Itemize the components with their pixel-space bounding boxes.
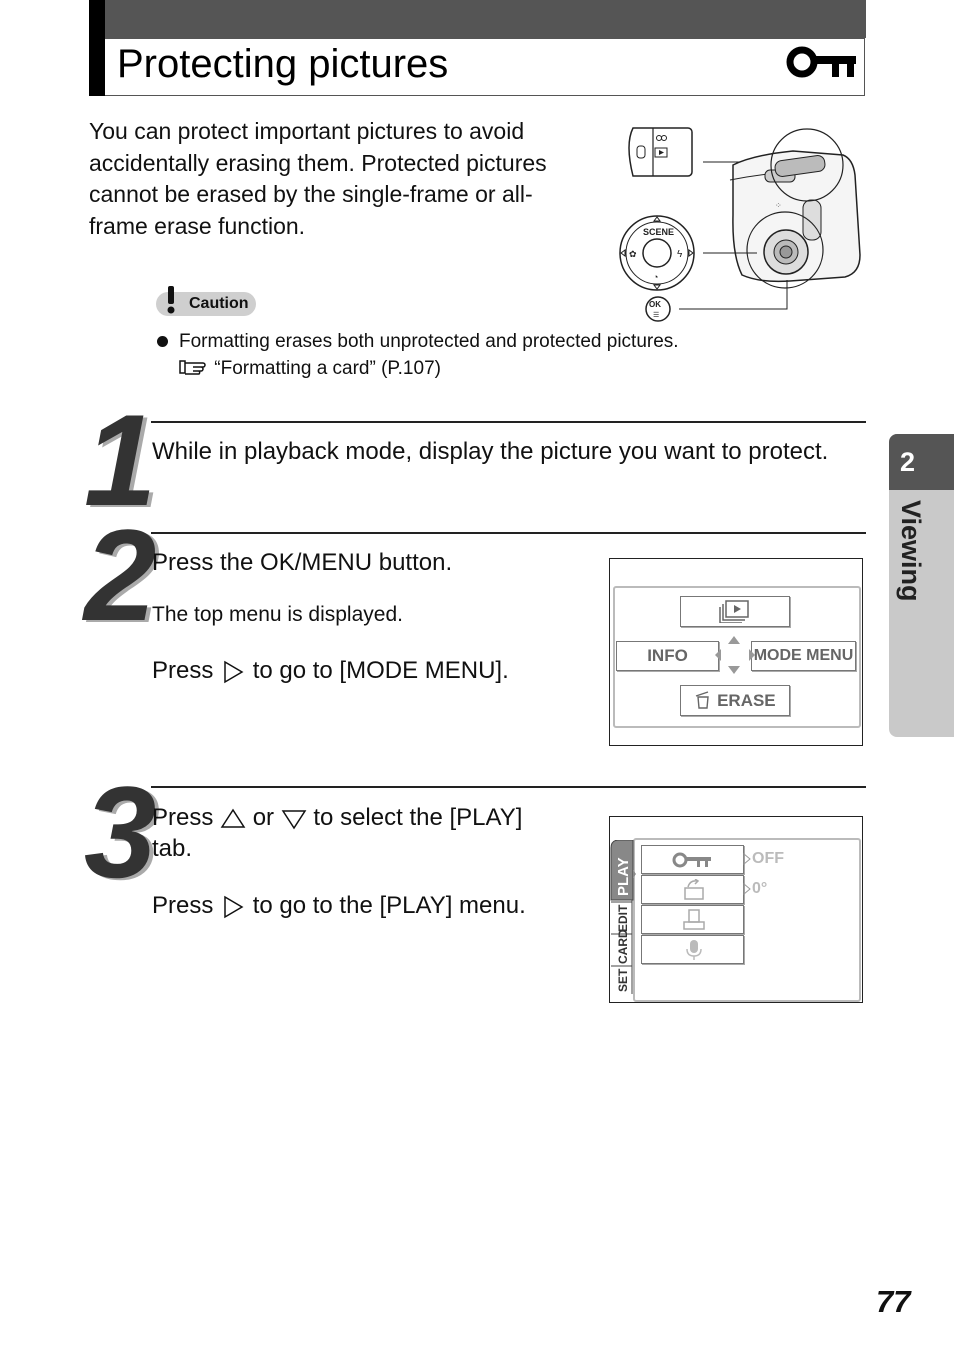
step-3-action-post: to go to the [PLAY] menu. xyxy=(252,892,526,919)
step-3-post: to select the [PLAY] xyxy=(313,804,523,831)
step-3-or: or xyxy=(252,804,275,831)
step-2-rule xyxy=(151,532,866,534)
chapter-label-wrap: Viewing xyxy=(892,500,928,640)
playback-stack-icon xyxy=(719,600,749,624)
playback-menu-button[interactable] xyxy=(680,596,790,627)
svg-text:⁘: ⁘ xyxy=(775,201,782,210)
svg-text:SCENE: SCENE xyxy=(643,227,674,237)
header-bar xyxy=(89,0,866,38)
arrow-right-icon xyxy=(224,895,244,918)
caution-text: Formatting erases both unprotected and p… xyxy=(179,328,679,382)
step-3-pre: Press xyxy=(152,804,214,831)
step-2-subtext: The top menu is displayed. xyxy=(152,603,403,626)
print-order-icon xyxy=(683,909,705,930)
info-button[interactable]: INFO xyxy=(616,641,719,671)
step-3-text-cont: tab. xyxy=(152,835,193,862)
play-row-protect[interactable] xyxy=(641,845,744,874)
bullet-icon xyxy=(157,336,168,347)
camera-body-icon: ⁘ xyxy=(729,128,861,289)
intro-paragraph: You can protect important pictures to av… xyxy=(89,118,547,239)
play-row-rotate[interactable] xyxy=(641,875,744,904)
svg-text:ϟ: ϟ xyxy=(677,249,683,260)
caution-bullet-text: Formatting erases both unprotected and p… xyxy=(179,331,679,352)
svg-text:EDIT: EDIT xyxy=(616,904,630,932)
play-menu-frame xyxy=(633,838,861,1002)
value-arrow-icon xyxy=(743,853,751,865)
step-3-text: Press or to select the [PLAY] xyxy=(152,802,522,833)
svg-text:PLAY: PLAY xyxy=(615,857,632,896)
step-3-rule xyxy=(151,786,866,788)
erase-label: ERASE xyxy=(717,691,776,710)
step-1-text: While in playback mode, display the pict… xyxy=(152,438,829,465)
step-3-action-pre: Press xyxy=(152,892,214,919)
trash-icon xyxy=(696,691,710,709)
step-2-action-post: to go to [MODE MENU]. xyxy=(252,657,509,684)
caution-exclamation-icon xyxy=(167,286,175,314)
svg-text:☰: ☰ xyxy=(653,312,659,319)
step-2-action: Press to go to [MODE MENU]. xyxy=(152,655,509,686)
step-3-action: Press to go to the [PLAY] menu. xyxy=(152,890,526,921)
ok-button-icon: OK ☰ xyxy=(645,296,671,322)
arrow-up-icon xyxy=(220,808,246,828)
top-menu-frame xyxy=(613,586,861,728)
protect-key-icon xyxy=(786,46,856,78)
microphone-icon xyxy=(686,940,702,960)
rotate-value: 0° xyxy=(752,880,768,897)
step-1-number: 1 xyxy=(84,387,157,533)
reference-hand-icon xyxy=(179,360,206,375)
header-title-box xyxy=(105,38,865,96)
erase-button[interactable]: ERASE xyxy=(680,685,790,716)
arrow-pad-icon: SCENE ✿ ϟ ◔ xyxy=(619,215,695,291)
play-row-print[interactable] xyxy=(641,905,744,934)
play-row-sound[interactable] xyxy=(641,935,744,964)
mode-switch-icon xyxy=(628,127,693,177)
page-number: 77 xyxy=(876,1284,911,1319)
camera-illustration: ⁘ SCENE ✿ ϟ ◔ OK ☰ xyxy=(619,127,861,322)
protect-key-icon xyxy=(672,852,711,868)
play-menu-tabs: PLAY EDIT CARD SET xyxy=(610,840,636,994)
header-mark xyxy=(89,0,105,96)
svg-text:OK: OK xyxy=(649,300,661,309)
mode-menu-button[interactable]: MODE MENU xyxy=(751,641,856,671)
menu-arrows-icon xyxy=(715,636,755,674)
svg-text:✿: ✿ xyxy=(629,249,637,259)
chapter-label: Viewing xyxy=(896,500,926,602)
svg-text:SET: SET xyxy=(616,968,630,992)
step-2-text: Press the OK/MENU button. xyxy=(152,549,453,576)
step-1-rule xyxy=(151,421,866,423)
arrow-down-icon xyxy=(281,809,307,830)
page-title: Protecting pictures xyxy=(117,42,449,86)
caution-label: Caution xyxy=(189,295,249,312)
step-3-number: 3 xyxy=(84,759,157,905)
protect-value: OFF xyxy=(752,850,784,867)
svg-text:◔: ◔ xyxy=(653,272,658,282)
step-2-number: 2 xyxy=(84,502,157,648)
step-2-action-pre: Press xyxy=(152,657,214,684)
chapter-number: 2 xyxy=(889,434,954,490)
caution-reference: “Formatting a card” (P.107) xyxy=(214,358,441,379)
arrow-right-icon xyxy=(224,660,244,683)
svg-text:CARD: CARD xyxy=(616,929,630,964)
value-arrow-icon xyxy=(743,883,751,895)
rotate-icon xyxy=(684,878,704,900)
